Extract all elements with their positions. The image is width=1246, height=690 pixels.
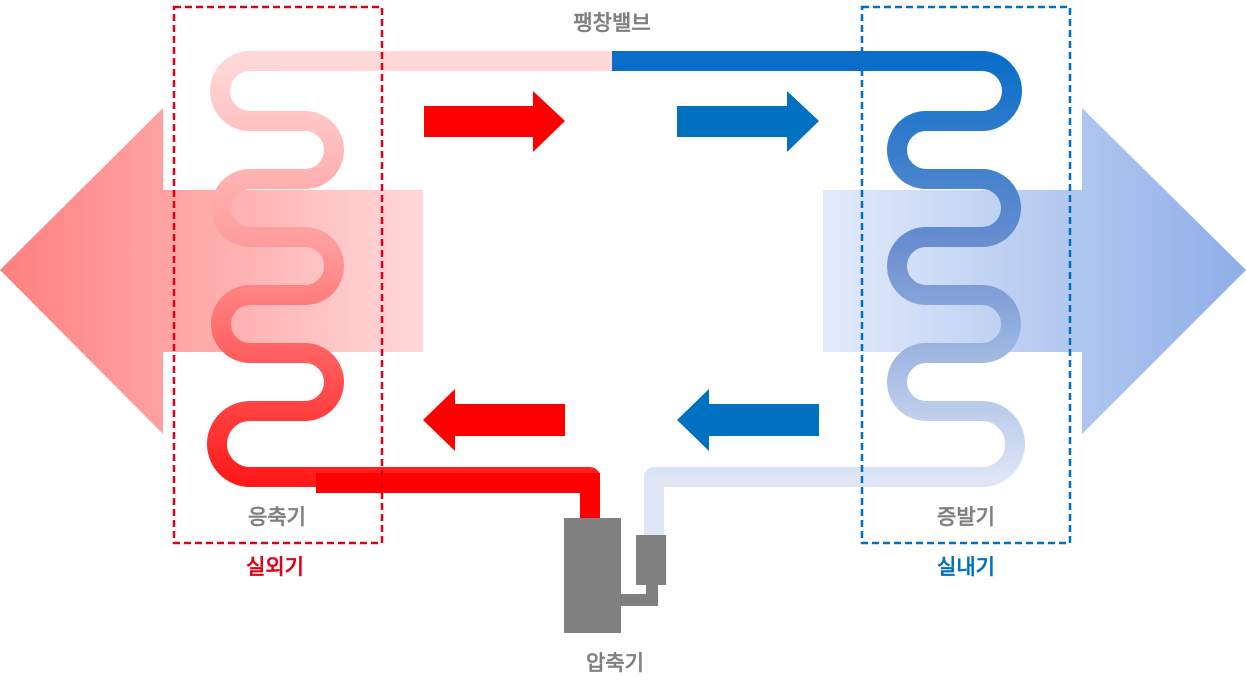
flow-arrow-bottom-right xyxy=(677,389,819,451)
expansion-valve-label: 팽창밸브 xyxy=(573,11,650,35)
indoor-unit-box xyxy=(860,5,1072,545)
evaporator-coil xyxy=(644,51,1025,535)
compressor-body xyxy=(564,518,621,633)
flow-arrow-top-right xyxy=(677,91,819,152)
condenser-coil xyxy=(207,51,600,520)
heat-release-arrow xyxy=(0,108,423,434)
compressor-link-pipe xyxy=(621,585,658,606)
compressor-label: 압축기 xyxy=(586,651,644,675)
flow-arrow-top-left xyxy=(424,91,565,152)
outdoor-unit-box xyxy=(172,5,384,545)
expansion-valve-tip xyxy=(612,51,626,71)
compressor-accumulator xyxy=(636,535,666,585)
flow-arrow-bottom-left xyxy=(423,389,565,451)
outdoor-unit-label: 실외기 xyxy=(246,555,304,579)
condenser-label: 응축기 xyxy=(248,505,306,529)
cool-air-arrow xyxy=(823,108,1246,434)
indoor-unit-label: 실내기 xyxy=(937,555,995,579)
pipe-compressor-to-condenser xyxy=(316,473,600,532)
evaporator-label: 증발기 xyxy=(937,505,995,529)
